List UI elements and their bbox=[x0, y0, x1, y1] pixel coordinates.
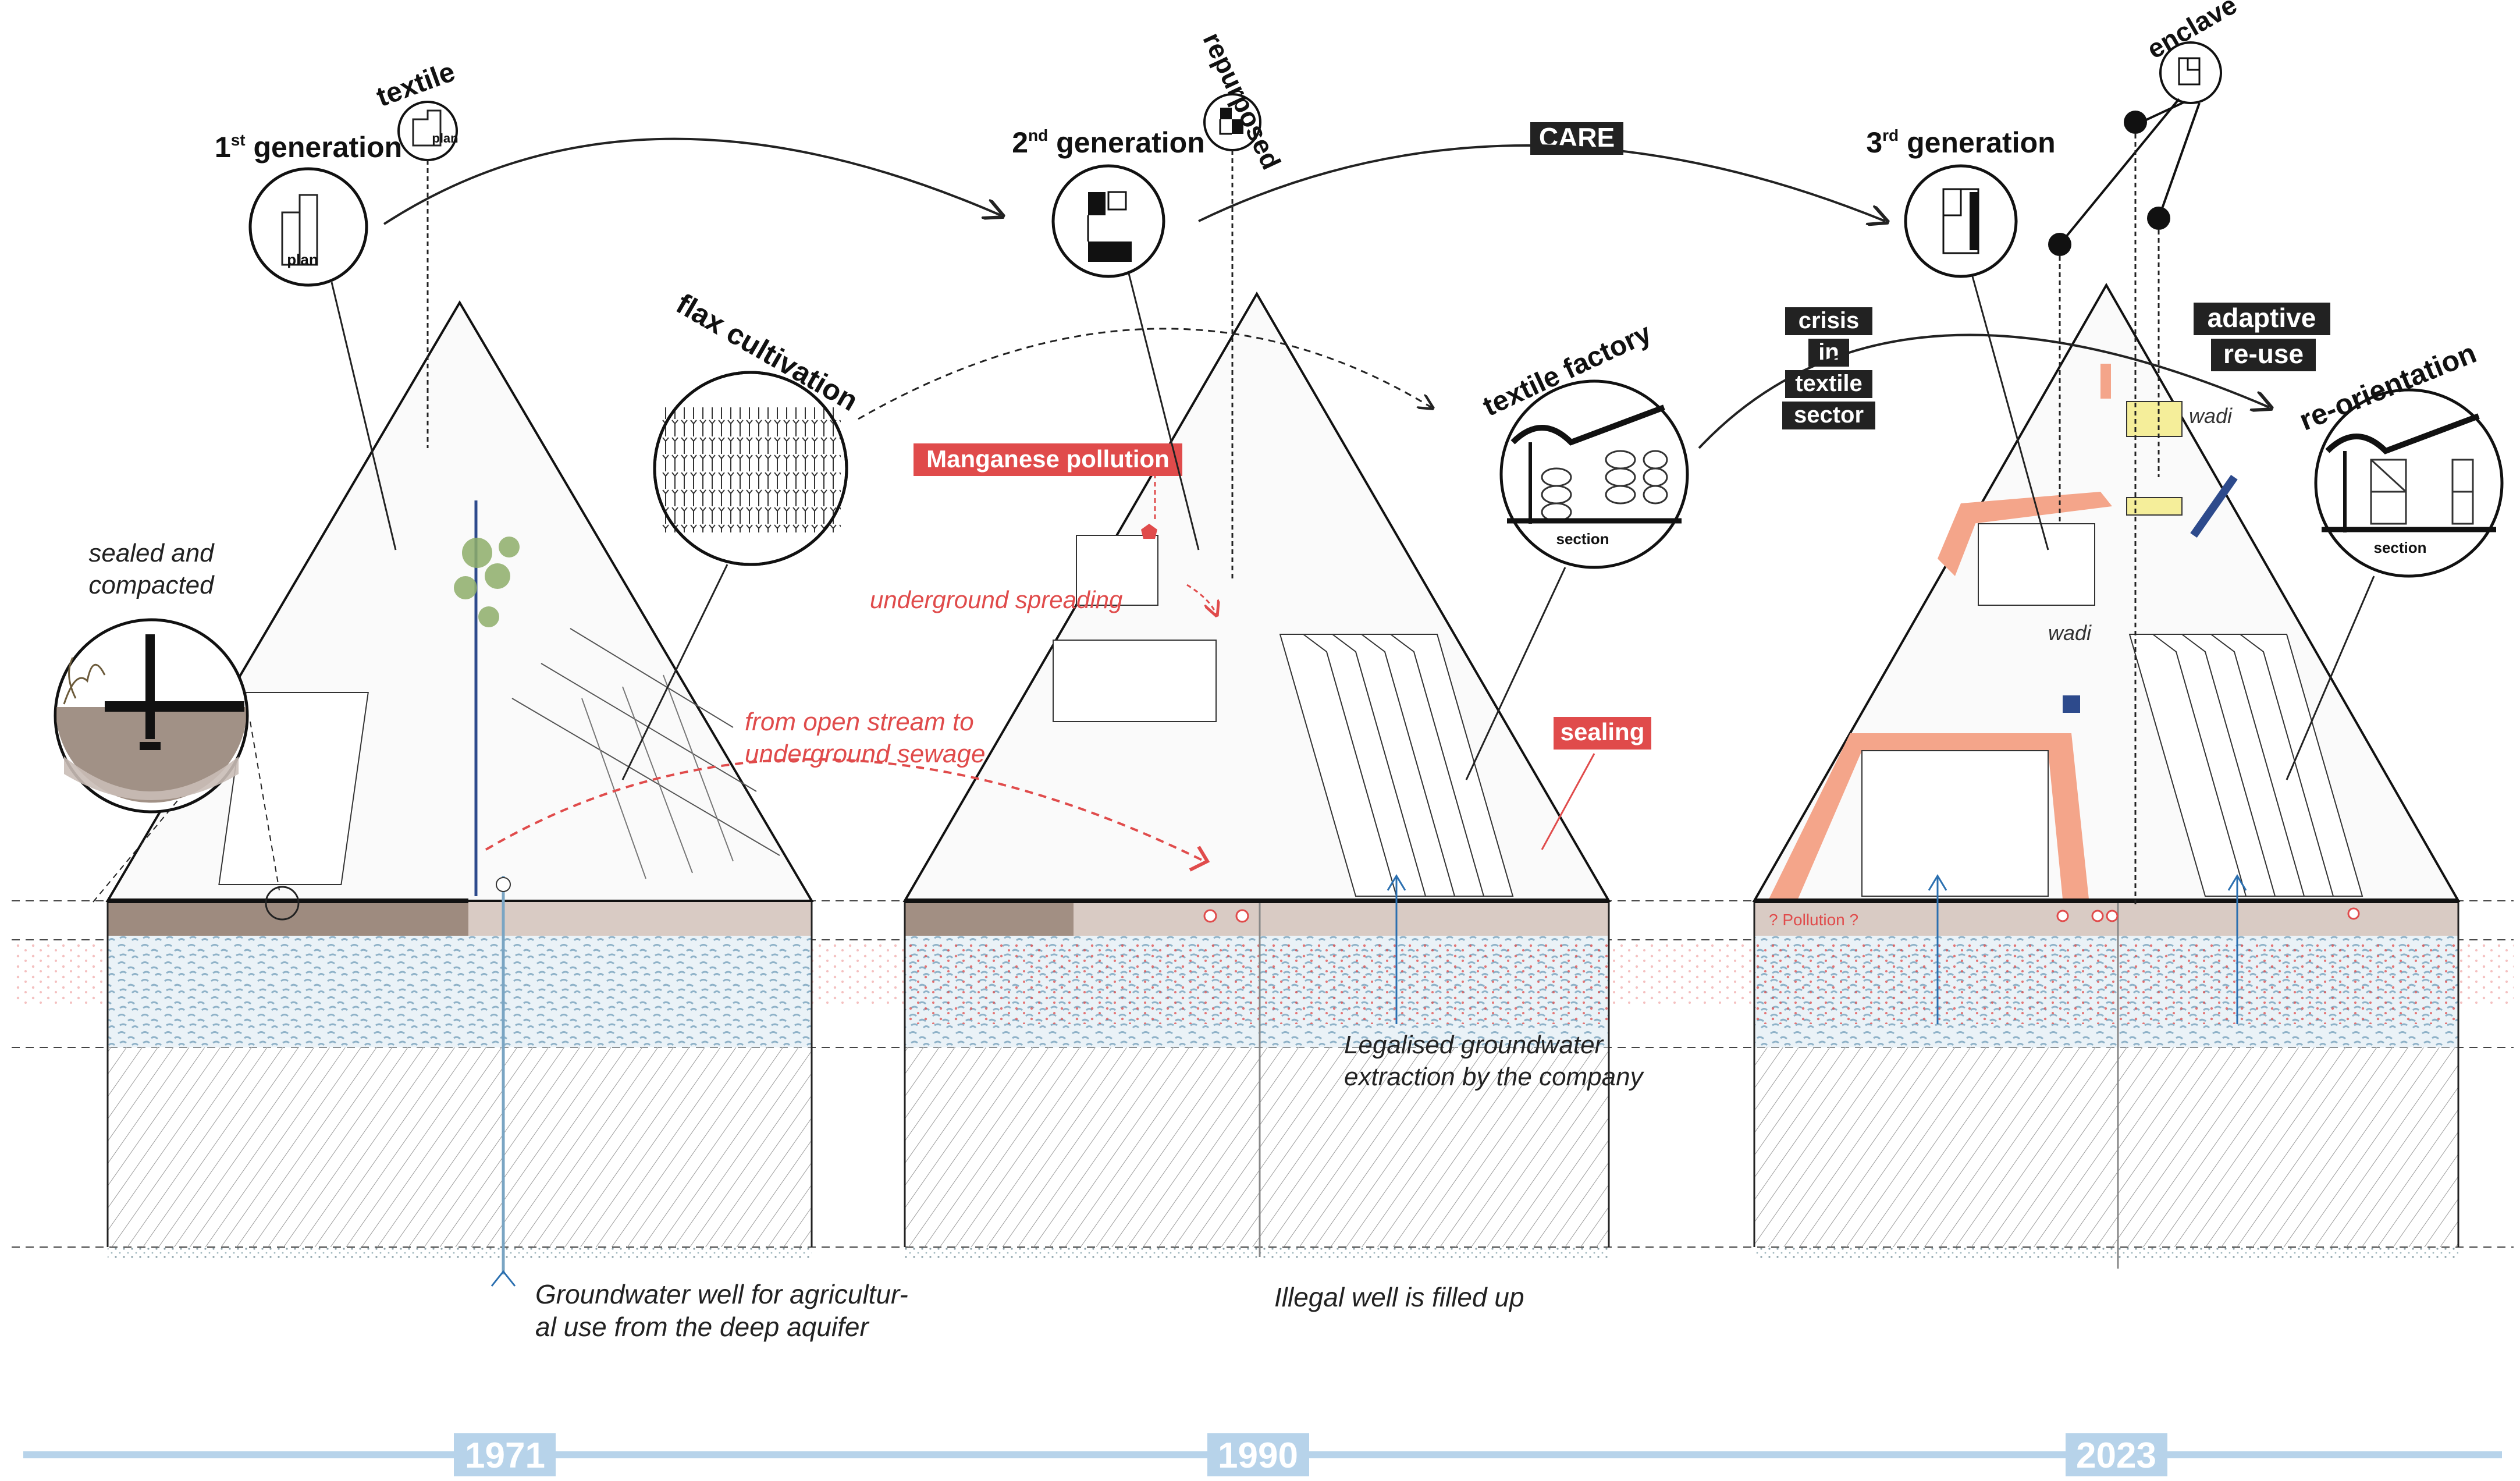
crisis-line-2: in bbox=[1818, 339, 1839, 365]
year-1990: 1990 bbox=[1218, 1436, 1298, 1476]
generation-circle-1 bbox=[248, 167, 368, 287]
sewage-arrow bbox=[485, 758, 1205, 862]
aquifer-layer bbox=[108, 936, 812, 1047]
crisis-label-stack: crisis in textile sector bbox=[1782, 307, 1875, 429]
arrow-gen1-gen2 bbox=[383, 137, 1001, 225]
crisis-line-1: crisis bbox=[1799, 308, 1860, 333]
wadi-label-2: wadi bbox=[2048, 621, 2092, 645]
underground-spreading-note: underground spreading bbox=[870, 586, 1122, 613]
clay-layer bbox=[1754, 1047, 2458, 1247]
wadi-strip bbox=[2190, 474, 2238, 538]
adaptive-line-1: adaptive bbox=[2208, 303, 2316, 333]
manganese-pollution-tag bbox=[914, 443, 1182, 476]
factory-sawtooth bbox=[2128, 634, 2363, 897]
trees bbox=[454, 537, 520, 627]
generation-circle-3 bbox=[1904, 164, 2018, 278]
generation-1-caption: plan bbox=[287, 251, 318, 268]
adaptive-line-2: re-use bbox=[2223, 339, 2304, 369]
generation-3-label: 3rd generation bbox=[1866, 126, 2055, 159]
topsoil-layer bbox=[1754, 901, 2458, 936]
factory-section-caption: section bbox=[1556, 530, 1609, 548]
crisis-line-4: sector bbox=[1794, 402, 1864, 428]
generation-circle-2 bbox=[1051, 164, 1165, 278]
deep-aquifer-layer bbox=[1754, 1247, 2458, 1259]
contaminated-wells bbox=[2056, 907, 2360, 922]
panel-2023: wadi wadi ? Pollution ? crisis in textil… bbox=[1698, 0, 2504, 1269]
enclave-connectors bbox=[2059, 98, 2201, 246]
reorientation-section-caption: section bbox=[2373, 539, 2426, 556]
sealing-tag bbox=[1554, 717, 1651, 750]
adaptive-reuse-stack: adaptive re-use bbox=[2194, 303, 2330, 371]
panel-1990: Manganese pollution underground spreadin… bbox=[485, 28, 1885, 1312]
pollution-label-2023: ? Pollution ? bbox=[1769, 911, 1858, 929]
crisis-line-3: textile bbox=[1795, 371, 1863, 396]
timeline: 1971 1990 2023 bbox=[23, 1433, 2502, 1476]
clay-layer bbox=[905, 1047, 1609, 1247]
dark-soil-layer bbox=[905, 901, 1074, 936]
deep-aquifer-layer bbox=[108, 1247, 812, 1259]
sealing-text: sealing bbox=[1561, 718, 1645, 745]
generation-1-label: 1st generation bbox=[215, 131, 402, 164]
factory-sawtooth bbox=[1279, 634, 1514, 897]
arrow-flax-factory bbox=[858, 328, 1431, 420]
generation-2-label: 2nd generation bbox=[1012, 126, 1205, 159]
year-2023: 2023 bbox=[2076, 1436, 2156, 1476]
well-note-1990: Illegal well is filled up bbox=[1274, 1282, 1524, 1312]
arrow-gen2-gen3 bbox=[1198, 144, 1885, 221]
well-note-1971: Groundwater well for agricultur-al use f… bbox=[535, 1279, 908, 1342]
wadi-pond bbox=[2063, 695, 2080, 713]
wadi-label-1: wadi bbox=[2189, 404, 2233, 428]
deep-aquifer-layer bbox=[905, 1247, 1609, 1259]
year-1971: 1971 bbox=[465, 1436, 545, 1476]
enclave-circle bbox=[2159, 41, 2222, 104]
manganese-pollution-text: Manganese pollution bbox=[926, 445, 1170, 473]
typology-1-caption: plan bbox=[432, 131, 458, 145]
clay-layer bbox=[108, 1047, 812, 1247]
arrow-factory-reorientation bbox=[1698, 333, 2269, 449]
typology-2-label: repurposed bbox=[1197, 28, 1286, 174]
